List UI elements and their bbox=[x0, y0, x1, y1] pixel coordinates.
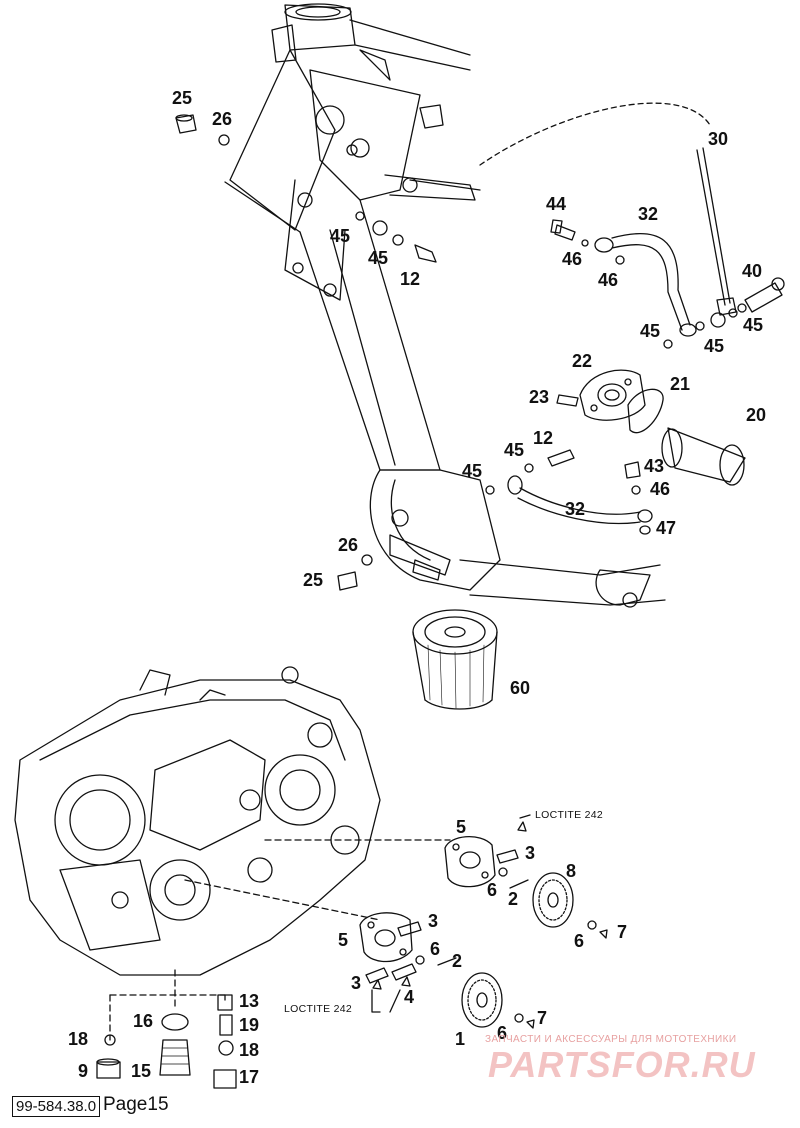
callout-46: 46 bbox=[598, 270, 619, 290]
oil-pump-drawing bbox=[359, 814, 608, 1029]
callout-9: 9 bbox=[78, 1061, 89, 1081]
callout-17: 17 bbox=[239, 1067, 260, 1087]
callout-45: 45 bbox=[504, 440, 525, 460]
watermark-logo: PARTSFOR.RU bbox=[488, 1044, 756, 1085]
callout-45: 45 bbox=[704, 336, 725, 356]
callout-12: 12 bbox=[400, 269, 421, 289]
callout-6: 6 bbox=[574, 931, 585, 951]
loctite-note: LOCTITE 242 bbox=[535, 809, 604, 821]
frame-drawing bbox=[224, 3, 711, 608]
callout-19: 19 bbox=[239, 1015, 260, 1035]
crankcase-drawing bbox=[14, 666, 451, 976]
callout-4: 4 bbox=[404, 987, 415, 1007]
callout-6: 6 bbox=[497, 1023, 508, 1043]
loctite-note: LOCTITE 242 bbox=[284, 1003, 353, 1015]
callout-13: 13 bbox=[239, 991, 260, 1011]
callout-46: 46 bbox=[562, 249, 583, 269]
watermark-tagline: ЗАПЧАСТИ И АКСЕССУАРЫ ДЛЯ МОТОТЕХНИКИ bbox=[485, 1034, 737, 1045]
callout-21: 21 bbox=[670, 374, 691, 394]
callout-1: 1 bbox=[455, 1029, 466, 1049]
callout-8: 8 bbox=[566, 861, 577, 881]
callout-23: 23 bbox=[529, 387, 550, 407]
callout-15: 15 bbox=[131, 1061, 152, 1081]
callout-18: 18 bbox=[239, 1040, 260, 1060]
callout-16: 16 bbox=[133, 1011, 154, 1031]
callout-26: 26 bbox=[338, 535, 359, 555]
callout-47: 47 bbox=[656, 518, 677, 538]
callout-45: 45 bbox=[330, 226, 351, 246]
page-number: Page15 bbox=[103, 1094, 169, 1115]
callout-2: 2 bbox=[452, 951, 463, 971]
callout-30: 30 bbox=[708, 129, 729, 149]
callout-45: 45 bbox=[462, 461, 483, 481]
callout-5: 5 bbox=[456, 817, 467, 837]
callout-32: 32 bbox=[638, 204, 659, 224]
callout-18: 18 bbox=[68, 1029, 89, 1049]
callout-3: 3 bbox=[525, 843, 536, 863]
callout-43: 43 bbox=[644, 456, 665, 476]
callout-5: 5 bbox=[338, 930, 349, 950]
oil-screen-drawing bbox=[96, 969, 237, 1089]
callout-7: 7 bbox=[617, 922, 628, 942]
callout-25: 25 bbox=[303, 570, 324, 590]
callout-25: 25 bbox=[172, 88, 193, 108]
callout-32: 32 bbox=[565, 499, 586, 519]
callout-22: 22 bbox=[572, 351, 593, 371]
callout-2: 2 bbox=[508, 889, 519, 909]
callout-7: 7 bbox=[537, 1008, 548, 1028]
callout-3: 3 bbox=[351, 973, 362, 993]
callout-60: 60 bbox=[510, 678, 531, 698]
callout-45: 45 bbox=[640, 321, 661, 341]
callout-12: 12 bbox=[533, 428, 554, 448]
callout-3: 3 bbox=[428, 911, 439, 931]
callout-46: 46 bbox=[650, 479, 671, 499]
drawing-code: 99-584.38.0 bbox=[12, 1096, 101, 1117]
callout-44: 44 bbox=[546, 194, 567, 214]
callout-20: 20 bbox=[746, 405, 767, 425]
callout-45: 45 bbox=[368, 248, 389, 268]
oil-lines-drawing bbox=[175, 114, 785, 591]
callout-45: 45 bbox=[743, 315, 764, 335]
callout-6: 6 bbox=[430, 939, 441, 959]
callout-6: 6 bbox=[487, 880, 498, 900]
callout-26: 26 bbox=[212, 109, 233, 129]
oil-filter-drawing bbox=[412, 609, 498, 710]
callout-40: 40 bbox=[742, 261, 763, 281]
